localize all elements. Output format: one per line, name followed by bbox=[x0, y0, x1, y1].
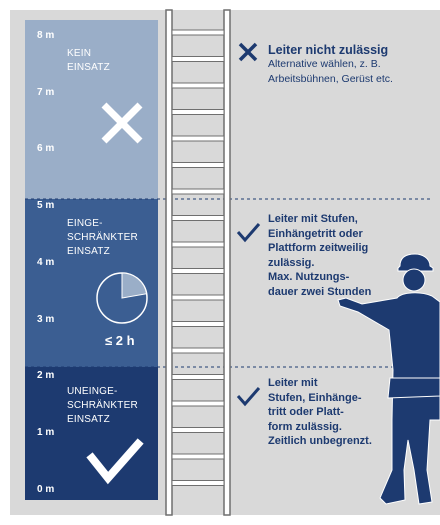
rule-no-use-title: Leiter nicht zulässig bbox=[268, 43, 389, 57]
ladder-rung bbox=[171, 29, 225, 36]
ladder-right-rail bbox=[223, 9, 231, 516]
ladder-rung bbox=[171, 215, 225, 221]
ladder-rung bbox=[171, 480, 225, 486]
x-mark-icon bbox=[238, 42, 258, 62]
rule-unrestricted: Leiter mit Stufen, Einhänge- tritt oder … bbox=[268, 377, 372, 447]
ladder-rung bbox=[171, 188, 225, 195]
ladder-rung bbox=[171, 427, 225, 433]
checkmark-icon bbox=[236, 387, 261, 407]
duration-label: ≤ 2 h bbox=[105, 333, 135, 348]
zone-label-unrestricted: UNEINGE- SCHRÄNKTER EINSATZ bbox=[67, 386, 138, 425]
clock-icon bbox=[96, 272, 148, 324]
ladder-rung bbox=[171, 374, 225, 380]
ladder bbox=[165, 9, 231, 516]
height-label-2m: 2 m bbox=[37, 370, 55, 381]
height-label-8m: 8 m bbox=[37, 30, 55, 41]
height-label-3m: 3 m bbox=[37, 314, 55, 325]
ladder-rung bbox=[171, 321, 225, 327]
worker-silhouette bbox=[337, 253, 440, 505]
ladder-rung bbox=[171, 135, 225, 142]
rule-no-use: Leiter nicht zulässig Alternative wählen… bbox=[268, 43, 393, 85]
checkmark-icon bbox=[236, 223, 261, 243]
height-label-6m: 6 m bbox=[37, 143, 55, 154]
ladder-rung bbox=[171, 162, 225, 168]
height-label-5m: 5 m bbox=[37, 200, 55, 211]
ladder-rung bbox=[171, 82, 225, 89]
height-label-1m: 1 m bbox=[37, 427, 55, 438]
ladder-rung bbox=[171, 347, 225, 354]
height-label-0m: 0 m bbox=[37, 484, 55, 495]
ladder-rungs bbox=[171, 29, 225, 486]
zone-label-restricted: EINGE- SCHRÄNKTER EINSATZ bbox=[67, 218, 138, 257]
x-mark-icon bbox=[101, 102, 143, 144]
rule-restricted: Leiter mit Stufen, Einhängetritt oder Pl… bbox=[268, 213, 372, 298]
ladder-rung bbox=[171, 268, 225, 274]
ladder-rung bbox=[171, 56, 225, 62]
zone-label-no-use: KEIN EINSATZ bbox=[67, 48, 110, 73]
height-label-7m: 7 m bbox=[37, 87, 55, 98]
ladder-rung bbox=[171, 294, 225, 301]
ladder-left-rail bbox=[165, 9, 173, 516]
ladder-rung bbox=[171, 400, 225, 407]
checkmark-icon bbox=[86, 438, 144, 485]
zone-unrestricted-use bbox=[25, 367, 158, 500]
ladder-rung bbox=[171, 241, 225, 248]
ladder-rung bbox=[171, 109, 225, 115]
ladder-rung bbox=[171, 453, 225, 460]
height-label-4m: 4 m bbox=[37, 257, 55, 268]
